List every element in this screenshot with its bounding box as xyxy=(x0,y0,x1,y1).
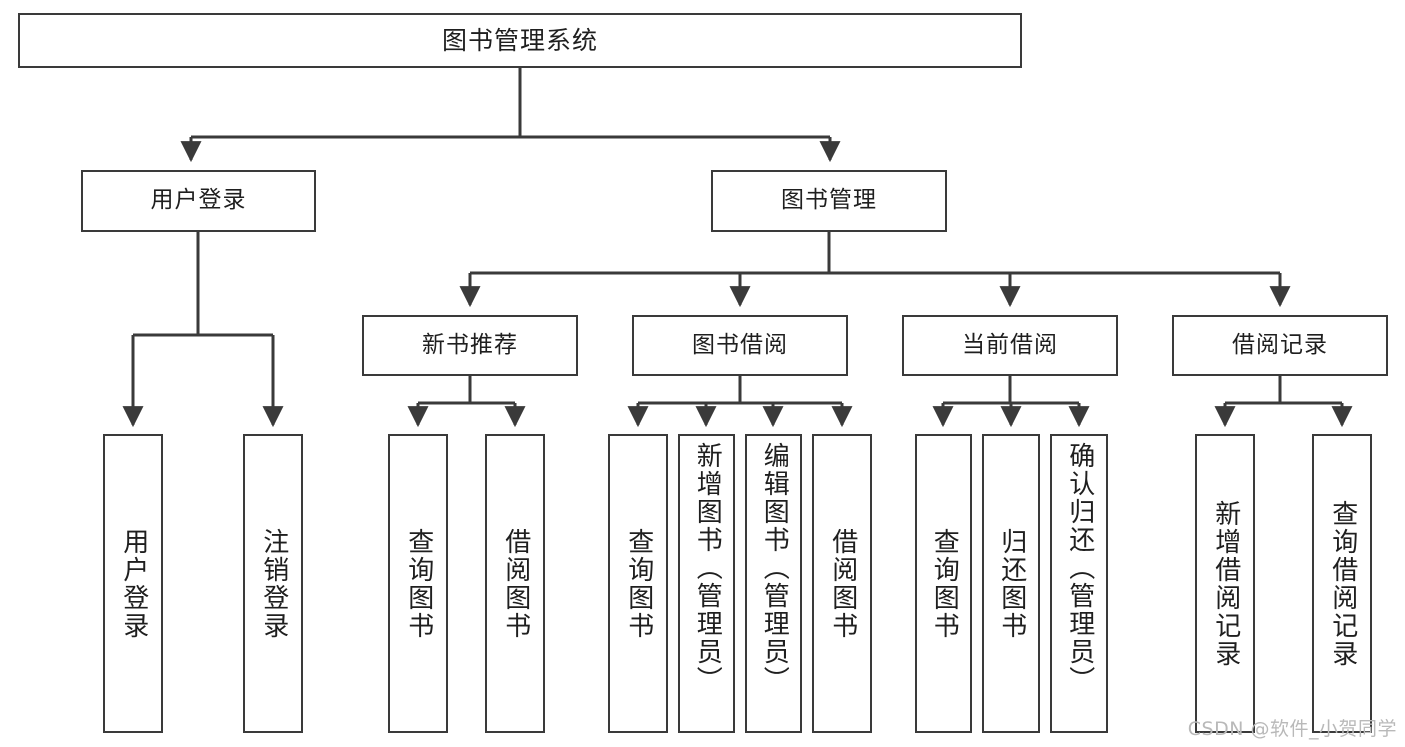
node-leaf-query-record[interactable]: 查询借阅记录 xyxy=(1312,434,1372,733)
node-book-borrow[interactable]: 图书借阅 xyxy=(632,315,848,376)
node-current-borrow[interactable]: 当前借阅 xyxy=(902,315,1118,376)
node-label: 新增图书（管理员） xyxy=(692,442,723,694)
node-label: 图书管理系统 xyxy=(441,25,598,55)
node-leaf-confirm-return[interactable]: 确认归还（管理员） xyxy=(1050,434,1108,733)
node-leaf-query-book-2[interactable]: 查询图书 xyxy=(608,434,668,733)
node-label: 查询图书 xyxy=(623,527,654,640)
node-leaf-user-login[interactable]: 用户登录 xyxy=(103,434,163,733)
node-label: 用户登录 xyxy=(150,187,247,214)
node-book-management[interactable]: 图书管理 xyxy=(711,170,947,232)
node-label: 确认归还（管理员） xyxy=(1064,442,1095,694)
node-leaf-add-record[interactable]: 新增借阅记录 xyxy=(1195,434,1255,733)
node-leaf-query-book-3[interactable]: 查询图书 xyxy=(915,434,972,733)
node-leaf-add-book[interactable]: 新增图书（管理员） xyxy=(678,434,735,733)
node-leaf-borrow-book-2[interactable]: 借阅图书 xyxy=(812,434,872,733)
node-label: 查询图书 xyxy=(403,527,434,640)
node-leaf-edit-book[interactable]: 编辑图书（管理员） xyxy=(745,434,802,733)
node-label: 新书推荐 xyxy=(422,331,518,358)
node-label: 借阅图书 xyxy=(827,527,858,640)
node-label: 用户登录 xyxy=(118,527,149,640)
node-label: 新增借阅记录 xyxy=(1210,499,1241,668)
node-leaf-borrow-book-1[interactable]: 借阅图书 xyxy=(485,434,545,733)
node-user-login[interactable]: 用户登录 xyxy=(81,170,316,232)
node-label: 查询图书 xyxy=(929,527,960,640)
node-new-book-recommend[interactable]: 新书推荐 xyxy=(362,315,578,376)
node-label: 注销登录 xyxy=(258,527,289,640)
node-label: 图书管理 xyxy=(781,187,877,214)
node-label: 编辑图书（管理员） xyxy=(759,442,790,694)
node-label: 当前借阅 xyxy=(962,331,1058,358)
node-label: 查询借阅记录 xyxy=(1327,499,1358,668)
node-leaf-return-book[interactable]: 归还图书 xyxy=(982,434,1040,733)
node-label: 借阅记录 xyxy=(1232,331,1328,358)
node-label: 借阅图书 xyxy=(500,527,531,640)
node-leaf-query-book-1[interactable]: 查询图书 xyxy=(388,434,448,733)
node-label: 归还图书 xyxy=(996,527,1027,640)
node-label: 图书借阅 xyxy=(692,331,788,358)
node-leaf-logout-login[interactable]: 注销登录 xyxy=(243,434,303,733)
node-borrow-record[interactable]: 借阅记录 xyxy=(1172,315,1388,376)
node-root-system[interactable]: 图书管理系统 xyxy=(18,13,1022,68)
